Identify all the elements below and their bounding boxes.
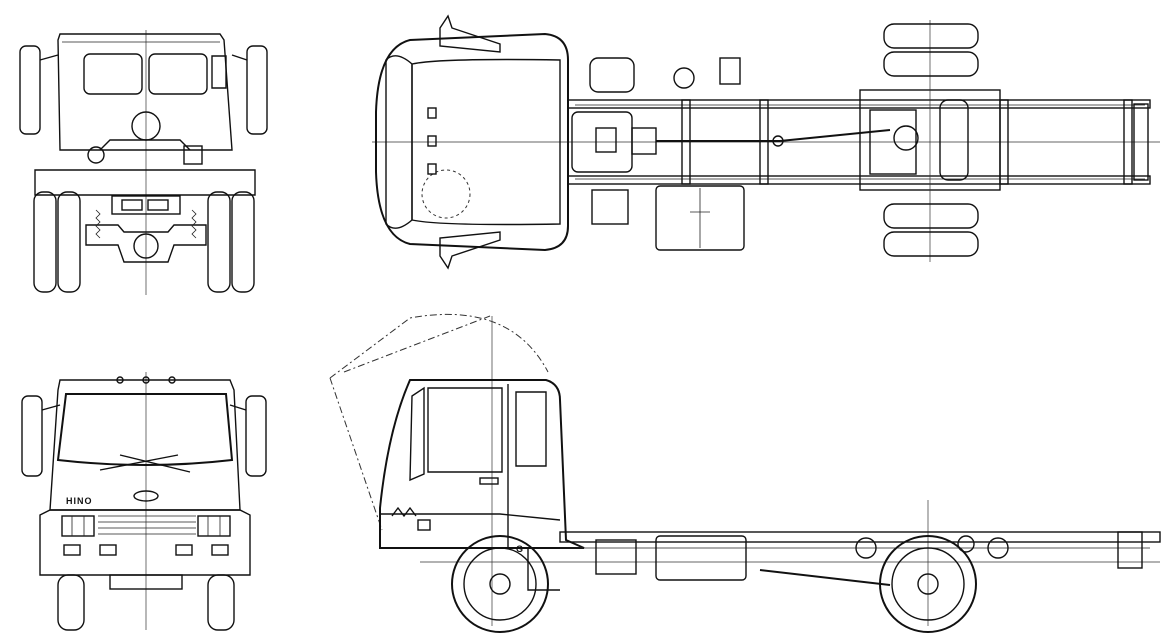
- side-view: G: [329, 313, 1161, 633]
- top-view: [372, 14, 1160, 270]
- hino-badge: HINO: [66, 496, 93, 506]
- g-mark: G: [516, 544, 524, 554]
- front-view: HINO: [21, 372, 267, 631]
- rear-view: [19, 30, 268, 295]
